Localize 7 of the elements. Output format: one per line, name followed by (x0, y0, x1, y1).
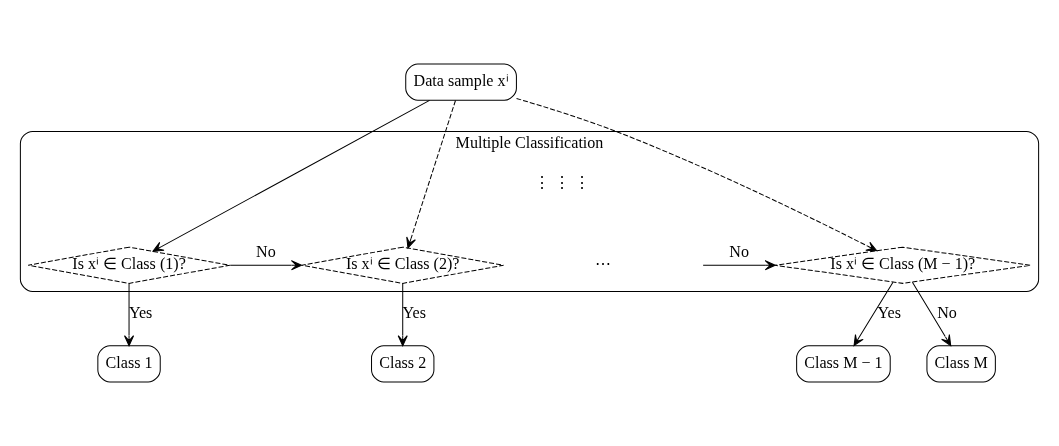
label: ⋮ ⋮ ⋮ (533, 173, 590, 191)
edge-label: No (937, 304, 957, 322)
label: ⋯ (594, 255, 611, 273)
edge-label: Yes (128, 304, 153, 322)
edge-label: Yes (877, 304, 901, 322)
edge-label: No (729, 243, 749, 261)
edge-label: No (256, 243, 276, 261)
